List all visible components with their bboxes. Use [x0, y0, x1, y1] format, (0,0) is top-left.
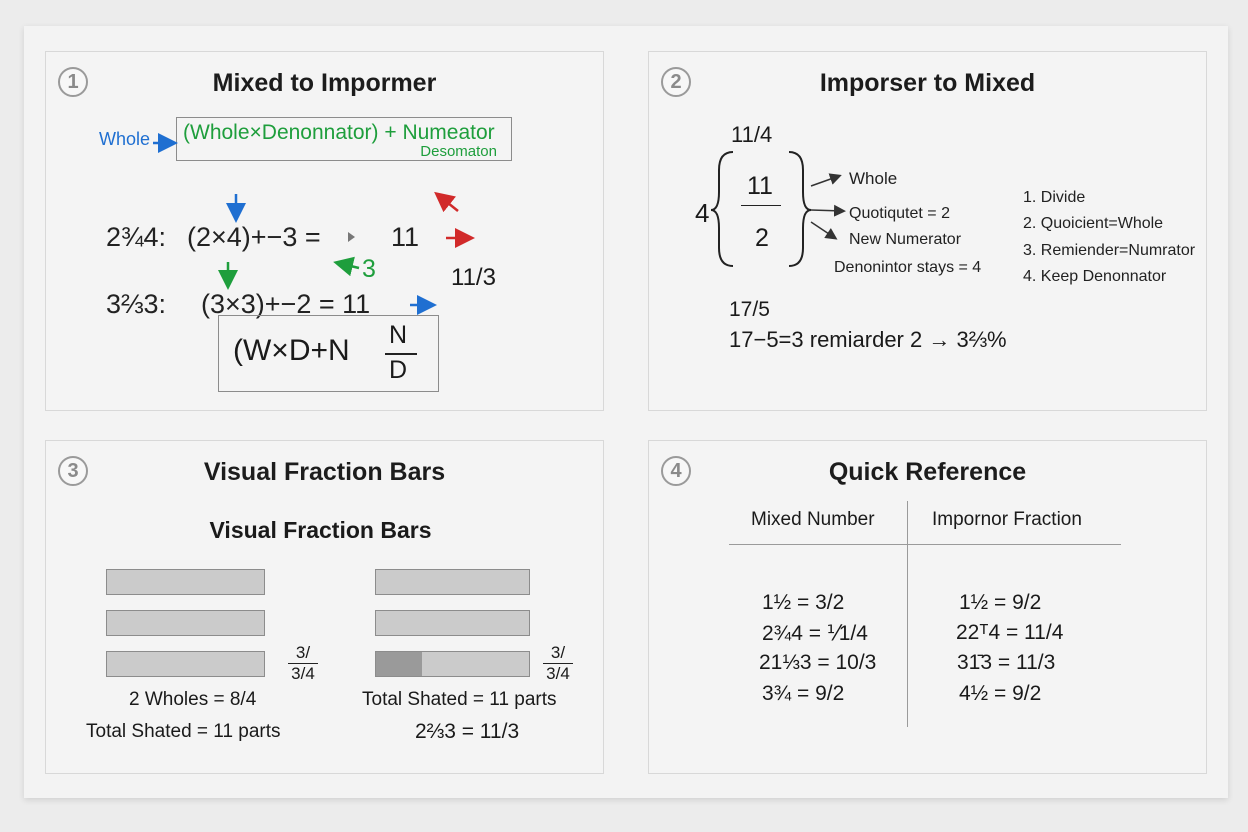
step-2: 2. Quoicient=Whole [1023, 215, 1164, 232]
left-bar-3 [106, 651, 265, 677]
table-header-rule [729, 544, 1121, 545]
panel-quick-reference: 4 Quick Reference Mixed Number Impornor … [648, 440, 1207, 774]
panel-title: Quick Reference [828, 458, 1027, 486]
braces-and-arrows-overlay [710, 151, 846, 267]
green-note: 3 [362, 255, 376, 283]
right-caption-2: 2⅔3 = 11/3 [415, 720, 520, 743]
example-2-label: 3⅔3: [106, 289, 167, 319]
step-3: 3. Remiender=Numrator [1023, 242, 1196, 259]
example-1-expression: (2×4)+−3 = [187, 222, 321, 252]
example-2-expression: (3×3)+−2 = 11 [201, 289, 371, 319]
arrow-green-left [333, 256, 360, 277]
example-2-line: 17−5=3 remiarder 2 → 3⅔% [729, 327, 1007, 352]
right-caption-1: Total Shated = 11 parts [362, 689, 557, 710]
panel-number-badge: 3 [58, 456, 88, 486]
left-fraction-top: 3/ [295, 643, 311, 662]
left-caption-2: Total Shated = 11 parts [86, 721, 281, 742]
formula-bottom: Desomaton [420, 143, 497, 160]
panel-visual-fraction-bars: 3 Visual Fraction Bars Visual Fraction B… [45, 440, 604, 774]
arrow-red-up [434, 191, 459, 213]
rule-left: (W×D+N [233, 334, 350, 367]
label-new-numerator: New Numerator [849, 231, 962, 248]
arrow-to-quotient [810, 204, 846, 217]
column-header-mixed: Mixed Number [751, 509, 875, 530]
left-bar-2 [106, 610, 265, 636]
table-row-right-4: 4½ = 9/2 [959, 682, 1042, 705]
example-1-fraction: 11/3 [451, 264, 496, 291]
right-fraction-top: 3/ [550, 643, 566, 662]
label-quotient: Quotiqutet = 2 [849, 205, 950, 222]
right-brace [788, 151, 812, 267]
right-bar-3 [375, 651, 530, 677]
right-fraction-bottom: 3/4 [543, 663, 573, 684]
left-brace [710, 151, 734, 267]
table-row-left-4: 3¾ = 9/2 [762, 682, 845, 705]
whole-label: Whole [99, 129, 151, 149]
quotient-outside: 4 [695, 198, 710, 228]
step-4: 4. Keep Denonnator [1023, 268, 1167, 285]
arrow-to-whole [810, 173, 842, 187]
panel-subtitle: Visual Fraction Bars [209, 517, 432, 543]
rule-denominator: D [389, 356, 408, 384]
division-bottom: 2 [755, 224, 769, 252]
label-whole: Whole [849, 169, 898, 188]
column-header-improper: Impornor Fraction [932, 509, 1082, 530]
right-bar-2 [375, 610, 530, 636]
right-fraction-label: 3/ 3/4 [543, 643, 573, 684]
play-arrow-icon [348, 232, 355, 242]
example-2-fraction: 17/5 [729, 298, 770, 321]
panel-title: Visual Fraction Bars [203, 458, 446, 486]
step-1: 1. Divide [1023, 189, 1086, 206]
example-1-result: 11 [391, 222, 420, 252]
table-row-left-1: 1½ = 3/2 [762, 591, 845, 614]
right-bar-1 [375, 569, 530, 595]
panel-number-badge: 2 [661, 67, 691, 97]
example-fraction: 11/4 [731, 122, 773, 147]
division-top: 11 [747, 172, 773, 200]
table-row-left-3: 21⅓3 = 10/3 [759, 651, 877, 674]
example-1-label: 2¾4: [106, 222, 167, 252]
panel-improper-to-mixed: 2 Imporser to Mixed 11/4 4 11 2 Whole Qu… [648, 51, 1207, 411]
table-row-right-1: 1½ = 9/2 [959, 591, 1042, 614]
left-caption-1: 2 Wholes = 8/4 [129, 689, 257, 710]
left-fraction-bottom: 3/4 [288, 663, 318, 684]
formula-top: (Whole×Denonnator) + Numeator [183, 121, 495, 144]
division-line [741, 205, 781, 206]
left-bar-1 [106, 569, 265, 595]
worksheet: 1 Mixed to Impormer Whole (Whole×Denonna… [24, 26, 1228, 798]
panel-mixed-to-improper: 1 Mixed to Impormer Whole (Whole×Denonna… [45, 51, 604, 411]
table-row-right-3: 31̄3 = 11/3 [957, 651, 1056, 674]
rule-numerator: N [389, 321, 408, 349]
table-column-rule [907, 501, 908, 727]
label-denominator-stays: Denonintor stays = 4 [834, 259, 982, 276]
panel-title: Mixed to Impormer [212, 69, 437, 97]
formula-box: (Whole×Denonnator) + Numeator Desomaton [176, 117, 512, 161]
rule-box: (W×D+N N D [218, 315, 439, 392]
panel-number-badge: 4 [661, 456, 691, 486]
table-row-right-2: 22ᵀ4 = 11/4 [956, 621, 1064, 644]
panel-title: Imporser to Mixed [819, 69, 1036, 97]
arrow-to-new-numerator [810, 221, 838, 240]
arrows-overlay [153, 133, 475, 315]
rule-fraction-bar [385, 353, 417, 355]
table-row-left-2: 2¾4 = ⅟1/4 [762, 622, 868, 645]
panel-number-badge: 1 [58, 67, 88, 97]
right-bar-3-fill [376, 652, 422, 676]
left-fraction-label: 3/ 3/4 [288, 643, 318, 684]
